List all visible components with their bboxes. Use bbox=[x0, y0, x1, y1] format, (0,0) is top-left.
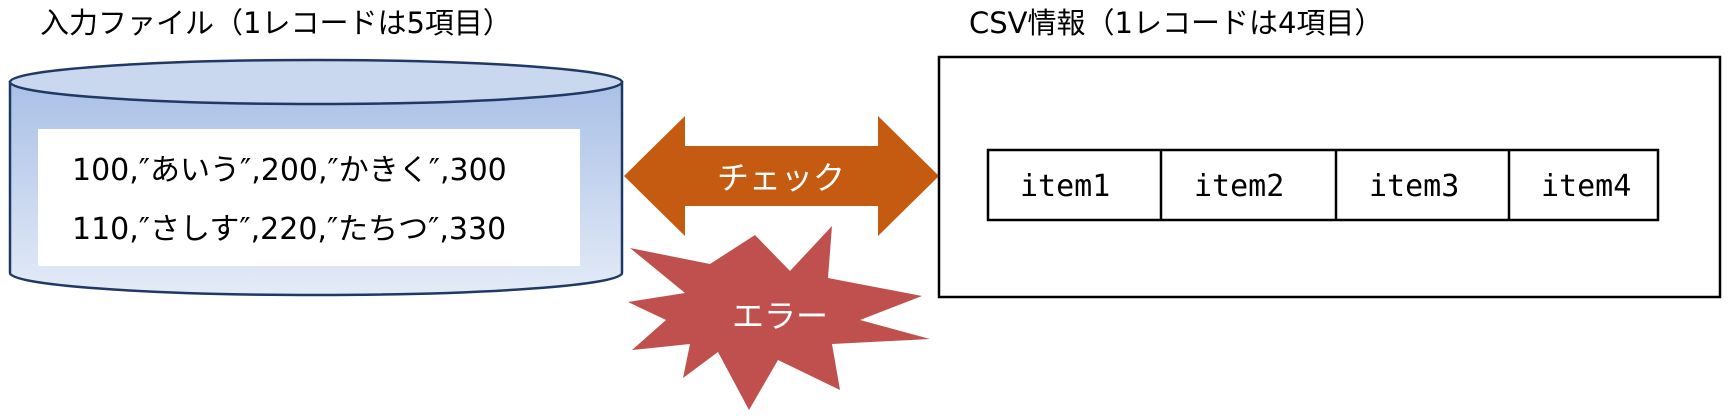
check-arrow: チェック bbox=[624, 116, 939, 236]
item-cell-3: item3 bbox=[1369, 169, 1459, 204]
item-row-border bbox=[986, 148, 1660, 222]
error-burst-label: エラー bbox=[732, 297, 828, 335]
record-line-2: 110,″さしす″,220,″たちつ″,330 bbox=[72, 212, 506, 247]
item-cell-1: item1 bbox=[1020, 169, 1110, 204]
record-panel bbox=[38, 129, 580, 266]
double-arrow-shape bbox=[624, 116, 939, 236]
csv-item-row: item1 item2 item3 item4 bbox=[986, 148, 1660, 222]
cylinder-top bbox=[8, 58, 624, 106]
csv-info-title: CSV情報（1レコードは4項目） bbox=[969, 6, 1383, 40]
input-file-cylinder: 100,″あいう″,200,″かきく″,300 110,″さしす″,220,″た… bbox=[8, 58, 624, 297]
input-file-title: 入力ファイル（1レコードは5項目） bbox=[40, 6, 512, 40]
item-cell-2: item2 bbox=[1194, 169, 1284, 204]
burst-shape bbox=[628, 226, 930, 410]
item-cell-4: item4 bbox=[1541, 169, 1631, 204]
error-burst: エラー bbox=[628, 226, 930, 410]
record-line-1: 100,″あいう″,200,″かきく″,300 bbox=[72, 153, 507, 188]
check-arrow-label: チェック bbox=[717, 159, 845, 197]
